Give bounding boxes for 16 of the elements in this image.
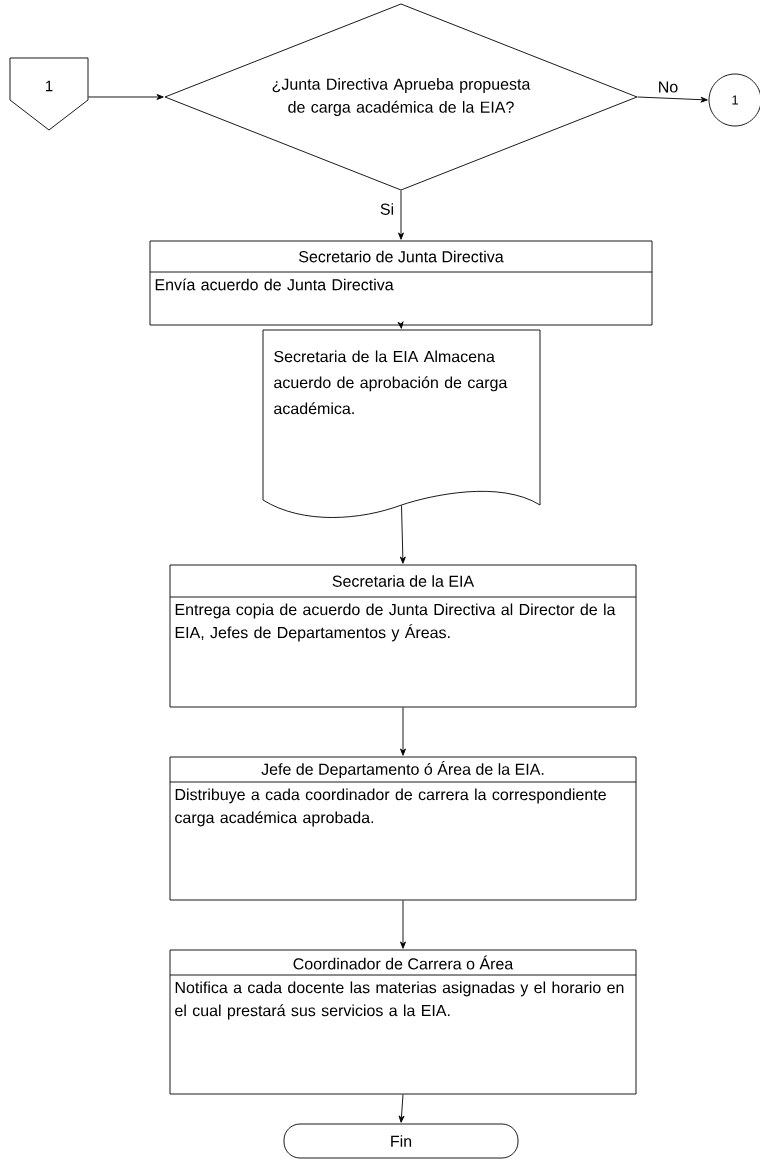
- edge-label: No: [656, 80, 680, 94]
- arrow: [399, 505, 406, 564]
- arrow: [400, 707, 406, 756]
- terminator: Fin: [283, 1123, 519, 1159]
- edge-label: Si: [378, 202, 396, 216]
- arrow: [400, 900, 406, 949]
- arrow: [398, 1094, 405, 1123]
- off-page-connector: 1: [9, 57, 89, 131]
- process-box: Jefe de Departamento ó Área de la EIA. Distribuye a cada coordinador de carrera la correspondiente carga académica aprobada.: [169, 756, 637, 901]
- arrow: [398, 190, 404, 240]
- process-box: Coordinador de Carrera o Área Notifica a cada docente las materias asignadas y el horario en el cual prestará sus servicios a la EIA.: [169, 949, 637, 1095]
- arrow: [637, 96, 708, 103]
- process-box: Secretaria de la EIA Entrega copia de acuerdo de Junta Directiva al Director de la EIA, Jefes de Departamentos y Áreas.: [169, 564, 637, 708]
- arrow: [88, 94, 164, 100]
- arrow: [397, 321, 404, 329]
- process-box: Secretario de Junta Directiva Envía acuerdo de Junta Directiva: [149, 240, 653, 326]
